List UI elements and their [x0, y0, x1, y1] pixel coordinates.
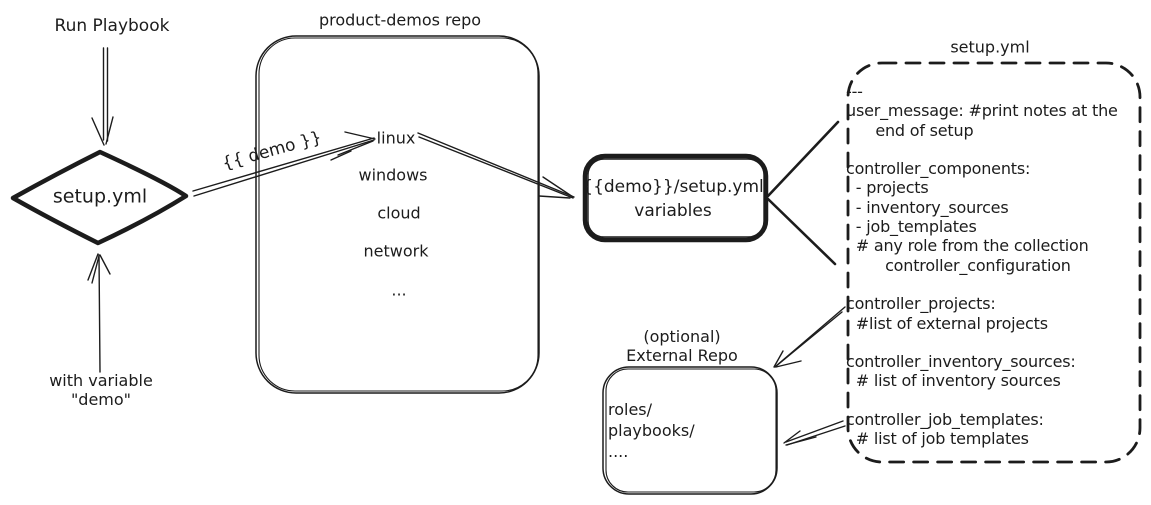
repo-item-network: network [363, 241, 429, 261]
demo-arrow [192, 131, 376, 197]
repo-title: product-demos repo [318, 10, 482, 30]
templates-to-external-arrow [783, 420, 846, 446]
repo-item-linux: linux [376, 128, 416, 148]
repo-item-windows: windows [358, 165, 428, 185]
setup-yml-dashed-box [846, 61, 1142, 464]
projects-to-external-arrow [773, 306, 846, 368]
decision-label: setup.yml [52, 185, 148, 208]
setup-yml-title: setup.yml [950, 37, 1030, 57]
variables-box-label: {{demo}}/setup.yml variables [582, 177, 764, 221]
repo-box-outline [255, 35, 540, 394]
external-repo-content: roles/ playbooks/ .... [608, 400, 695, 461]
run-playbook-label: Run Playbook [54, 15, 170, 36]
linux-to-variables-arrow [417, 132, 575, 199]
variables-to-setup-connectors [766, 120, 840, 266]
setup-yml-content: --- user_message: #print notes at the en… [846, 82, 1118, 449]
external-repo-label: (optional) External Repo [626, 327, 738, 365]
external-repo-outline [602, 366, 778, 495]
variables-box-outline [582, 153, 769, 243]
with-variable-label: with variable "demo" [49, 371, 153, 409]
decision-diamond [10, 149, 189, 246]
repo-item-cloud: cloud [377, 203, 421, 223]
with-variable-arrow [87, 253, 111, 373]
repo-item-ellipsis: ... [391, 280, 407, 300]
run-playbook-arrow [91, 47, 114, 146]
